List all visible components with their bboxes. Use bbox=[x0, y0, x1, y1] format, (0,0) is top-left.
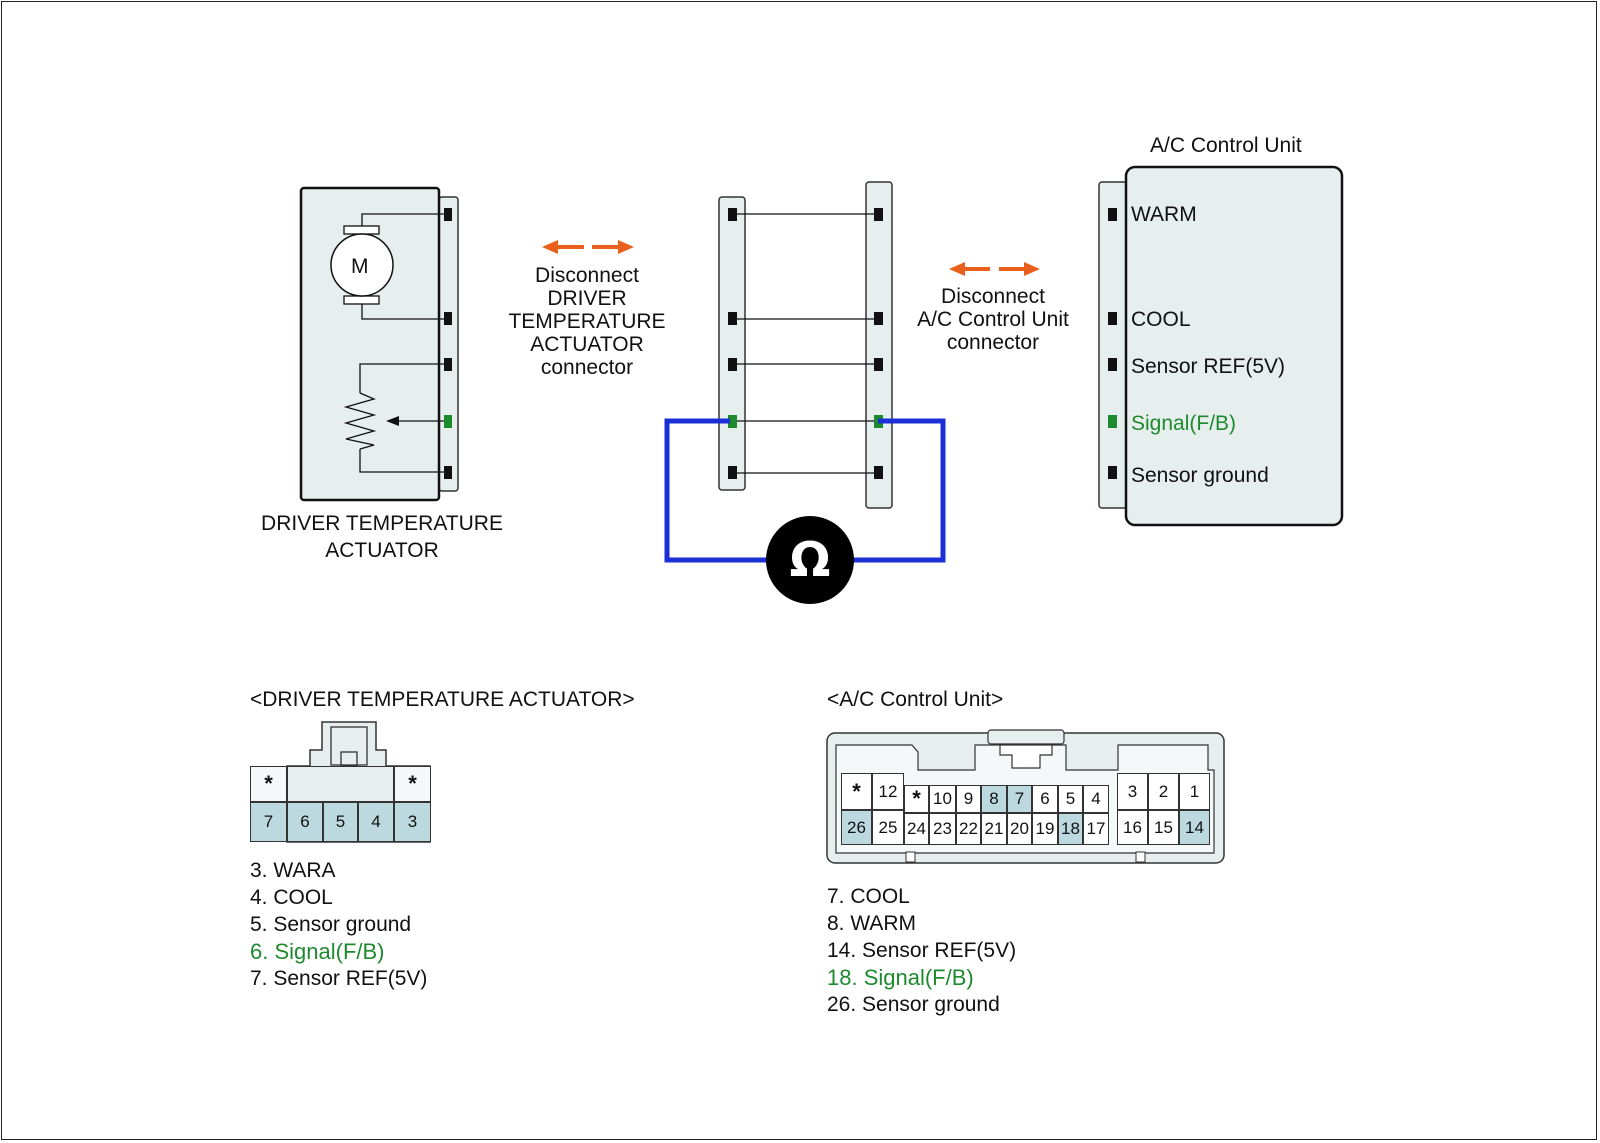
acu-pin-1: 1 bbox=[1179, 773, 1210, 810]
actuator-connector-title: <DRIVER TEMPERATURE ACTUATOR> bbox=[250, 688, 635, 711]
actuator-connector-star-right: * bbox=[394, 766, 431, 802]
acu-pin-10: 10 bbox=[929, 785, 956, 813]
potentiometer-symbol bbox=[343, 363, 444, 473]
motor-label: M bbox=[351, 255, 369, 278]
acu-pin-signal: Signal(F/B) bbox=[1131, 412, 1237, 435]
acu-pin-20: 20 bbox=[1007, 813, 1032, 845]
acu-legend-line: 7. COOL bbox=[827, 885, 910, 908]
acu-legend-line-signal: 18. Signal(F/B) bbox=[827, 965, 974, 990]
acu-pin-9: 9 bbox=[956, 785, 981, 813]
harness-wires bbox=[734, 213, 878, 474]
acu-pin-ground: Sensor ground bbox=[1131, 464, 1269, 487]
actuator-legend-line: 5. Sensor ground bbox=[250, 913, 412, 936]
acu-pin-25: 25 bbox=[872, 810, 904, 845]
motor-symbol bbox=[330, 213, 444, 320]
acu-pin-26: 26 bbox=[841, 810, 872, 845]
ohmmeter-icon: Ω bbox=[789, 532, 831, 588]
actuator-legend-line: 4. COOL bbox=[250, 886, 333, 909]
acu-pin-8: 8 bbox=[981, 785, 1007, 813]
acu-pin-2: 2 bbox=[1148, 773, 1179, 810]
acu-pin-5: 5 bbox=[1058, 785, 1083, 813]
actuator-connector-star-left: * bbox=[250, 766, 287, 802]
acu-pin-15: 15 bbox=[1148, 810, 1179, 845]
acu-pin-star: * bbox=[841, 773, 872, 810]
acu-pin-18: 18 bbox=[1058, 813, 1083, 845]
acu-pin-6: 6 bbox=[1032, 785, 1058, 813]
acu-pin-19: 19 bbox=[1032, 813, 1058, 845]
harness-right-strip bbox=[865, 181, 893, 509]
actuator-pins bbox=[444, 208, 452, 479]
disconnect-right-line1: Disconnect bbox=[941, 285, 1045, 308]
actuator-pin-legend: 3. WARA 4. COOL 5. Sensor ground 6. Sign… bbox=[250, 857, 427, 992]
ohmmeter bbox=[766, 516, 854, 604]
acu-pin-22: 22 bbox=[956, 813, 981, 845]
disconnect-left-line2: DRIVER bbox=[547, 287, 627, 310]
acu-pin-16: 16 bbox=[1117, 810, 1148, 845]
actuator-legend-line-signal: 6. Signal(F/B) bbox=[250, 939, 385, 964]
acu-legend-line: 26. Sensor ground bbox=[827, 993, 1000, 1016]
disconnect-right-line3: connector bbox=[946, 331, 1040, 354]
acu-pin-7: 7 bbox=[1007, 785, 1032, 813]
disconnect-arrow-right bbox=[949, 262, 1040, 276]
disconnect-left-line4: ACTUATOR bbox=[530, 333, 644, 356]
actuator-pin-5: 5 bbox=[323, 802, 358, 842]
acu-pin-24: 24 bbox=[904, 813, 929, 845]
acu-pin-4: 4 bbox=[1083, 785, 1109, 813]
actuator-connector-blank bbox=[287, 766, 394, 802]
acu-connector-title: <A/C Control Unit> bbox=[827, 688, 1004, 711]
acu-pin-ref: Sensor REF(5V) bbox=[1131, 355, 1286, 378]
disconnect-left-line1: Disconnect bbox=[535, 264, 639, 287]
actuator-pin-7: 7 bbox=[250, 802, 287, 842]
disconnect-left-line3: TEMPERATURE bbox=[508, 310, 666, 333]
acu-pin-legend: 7. COOL 8. WARM 14. Sensor REF(5V) 18. S… bbox=[827, 883, 1016, 1018]
acu-legend-line: 14. Sensor REF(5V) bbox=[827, 939, 1017, 962]
disconnect-arrow-left bbox=[542, 240, 634, 254]
ohmmeter-leads bbox=[664, 418, 946, 563]
acu-pin-warm: WARM bbox=[1131, 203, 1197, 226]
acu-pin-star: * bbox=[904, 785, 929, 813]
actuator-pin-3: 3 bbox=[394, 802, 431, 842]
actuator-pin-4: 4 bbox=[358, 802, 394, 842]
acu-body bbox=[1098, 165, 1344, 527]
harness-pins bbox=[728, 208, 883, 479]
acu-pin-17: 17 bbox=[1083, 813, 1109, 845]
actuator-legend-line: 7. Sensor REF(5V) bbox=[250, 967, 428, 990]
acu-pin-cool: COOL bbox=[1131, 308, 1191, 331]
actuator-body bbox=[299, 186, 459, 502]
acu-pin-14: 14 bbox=[1179, 810, 1210, 845]
actuator-title-line2: ACTUATOR bbox=[325, 539, 439, 562]
acu-pin-3: 3 bbox=[1117, 773, 1148, 810]
disconnect-right-line2: A/C Control Unit bbox=[917, 308, 1069, 331]
harness-left-strip bbox=[718, 196, 746, 491]
acu-pin-21: 21 bbox=[981, 813, 1007, 845]
acu-pin-12: 12 bbox=[872, 773, 904, 810]
actuator-pin-6: 6 bbox=[287, 802, 323, 842]
actuator-legend-line: 3. WARA bbox=[250, 859, 336, 882]
acu-title: A/C Control Unit bbox=[1150, 134, 1302, 157]
acu-legend-line: 8. WARM bbox=[827, 912, 917, 935]
acu-pin-23: 23 bbox=[929, 813, 956, 845]
acu-pins bbox=[1108, 208, 1117, 479]
disconnect-left-line5: connector bbox=[540, 356, 634, 379]
actuator-title-line1: DRIVER TEMPERATURE bbox=[261, 512, 503, 535]
